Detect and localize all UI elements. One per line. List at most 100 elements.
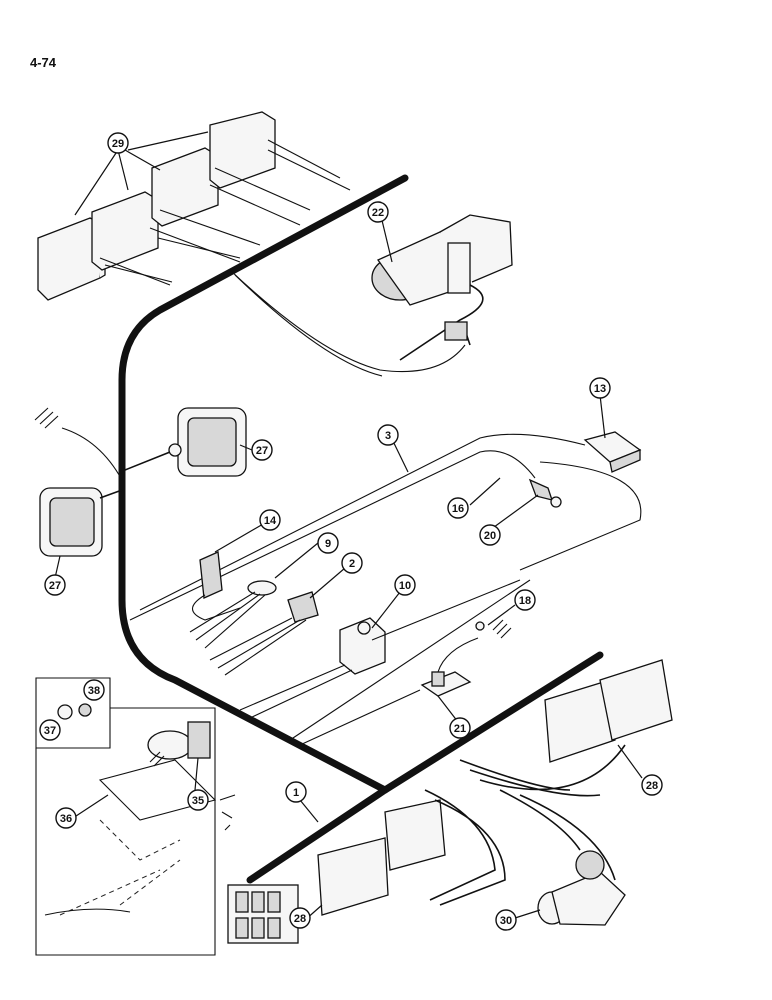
callout-36: 36 [55,807,77,829]
callout-37: 37 [39,719,61,741]
ground-lead [61,427,123,481]
work-lamp-29-4 [209,111,276,189]
callout-label: 10 [399,580,411,592]
callout-label: 20 [484,530,496,542]
callout-20: 20 [479,524,501,546]
callout-circle [394,574,416,596]
callout-38: 38 [83,679,105,701]
callout-label: 2 [349,558,355,570]
callout-label: 30 [500,915,512,927]
callout-18: 18 [514,589,536,611]
callout-9: 9 [317,532,339,554]
ground-symbol-left [34,407,59,429]
callout-circle [259,509,281,531]
mounting-plate-36 [98,759,217,821]
callout-label: 16 [452,503,464,515]
callout-circle [285,781,307,803]
inset-detail [35,677,236,956]
callout-label: 18 [519,595,531,607]
callout-30: 30 [495,909,517,931]
callout-label: 29 [112,138,124,150]
callout-28a: 28 [641,774,663,796]
callout-circle [187,789,209,811]
callout-14: 14 [259,509,281,531]
callout-label: 21 [454,723,466,735]
callout-13: 13 [589,377,611,399]
callout-circle [449,717,471,739]
callout-circle [55,807,77,829]
connector-21 [420,637,479,697]
callout-label: 38 [88,685,100,697]
wire-to-flasher [519,461,642,571]
wire-16 [129,450,536,621]
callout-label: 14 [264,515,277,527]
multi-pin-connector [227,884,299,944]
callout-label: 1 [293,787,299,799]
callout-label: 37 [44,725,56,737]
callout-circle [39,719,61,741]
callout-label: 36 [60,813,72,825]
work-lamp-29-2 [91,191,159,271]
harness-branch-connector [246,786,389,884]
callout-2: 2 [341,552,363,574]
callout-circle [44,574,66,596]
flasher-unit-13 [583,431,642,473]
callout-label: 27 [256,445,268,457]
heater-blower-22 [371,214,513,361]
callouts: 29 22 13 3 27 27 16 20 14 9 2 10 18 38 37 35 36 21 1 28 28 30 [39,132,663,931]
callout-circle [83,679,105,701]
callout-circle [367,201,389,223]
switch-2 [209,591,319,676]
callout-label: 22 [372,207,384,219]
tail-lamp-28-lower [317,789,506,916]
valve-10 [239,579,521,719]
wire-3 [139,433,586,611]
switch-20 [528,478,562,508]
callout-29: 29 [107,132,129,154]
main-harness [118,174,604,794]
callout-label: 27 [49,580,61,592]
work-lamp-29-3 [151,147,219,227]
harness-to-blower-wires [229,269,466,377]
rear-lamp-27-upper [168,407,247,477]
callout-circle [289,907,311,929]
callout-21: 21 [449,717,471,739]
callout-1: 1 [285,781,307,803]
callout-circle [107,132,129,154]
callout-circle [479,524,501,546]
callout-28b: 28 [289,907,311,929]
callout-circle [251,439,273,461]
callout-3: 3 [377,424,399,446]
wiper-motor-35 [147,721,211,767]
callout-27b: 27 [44,574,66,596]
callout-circle [514,589,536,611]
callout-label: 3 [385,430,391,442]
callout-label: 35 [192,795,204,807]
rear-lamp-wires [99,451,171,499]
callout-circle [495,909,517,931]
callout-35: 35 [187,789,209,811]
callout-22: 22 [367,201,389,223]
callout-circle [317,532,339,554]
rear-lamp-27-lower [39,487,103,557]
callout-label: 9 [325,538,331,550]
callout-10: 10 [394,574,416,596]
callout-label: 28 [646,780,658,792]
switch-14 [191,551,241,621]
callout-circle [589,377,611,399]
work-lamp-29-row [37,111,351,301]
callout-circle [447,497,469,519]
callout-circle [341,552,363,574]
ground-bolt-18 [475,619,512,639]
tail-lamp-28-upper [459,659,673,797]
callout-label: 28 [294,913,306,925]
callout-circle [377,424,399,446]
page-number: 4-74 [30,55,57,70]
switch-9 [189,580,277,649]
callout-label: 13 [594,383,606,395]
callout-27a: 27 [251,439,273,461]
callout-16: 16 [447,497,469,519]
callout-circle [641,774,663,796]
wires-to-connector-21 [289,579,531,746]
